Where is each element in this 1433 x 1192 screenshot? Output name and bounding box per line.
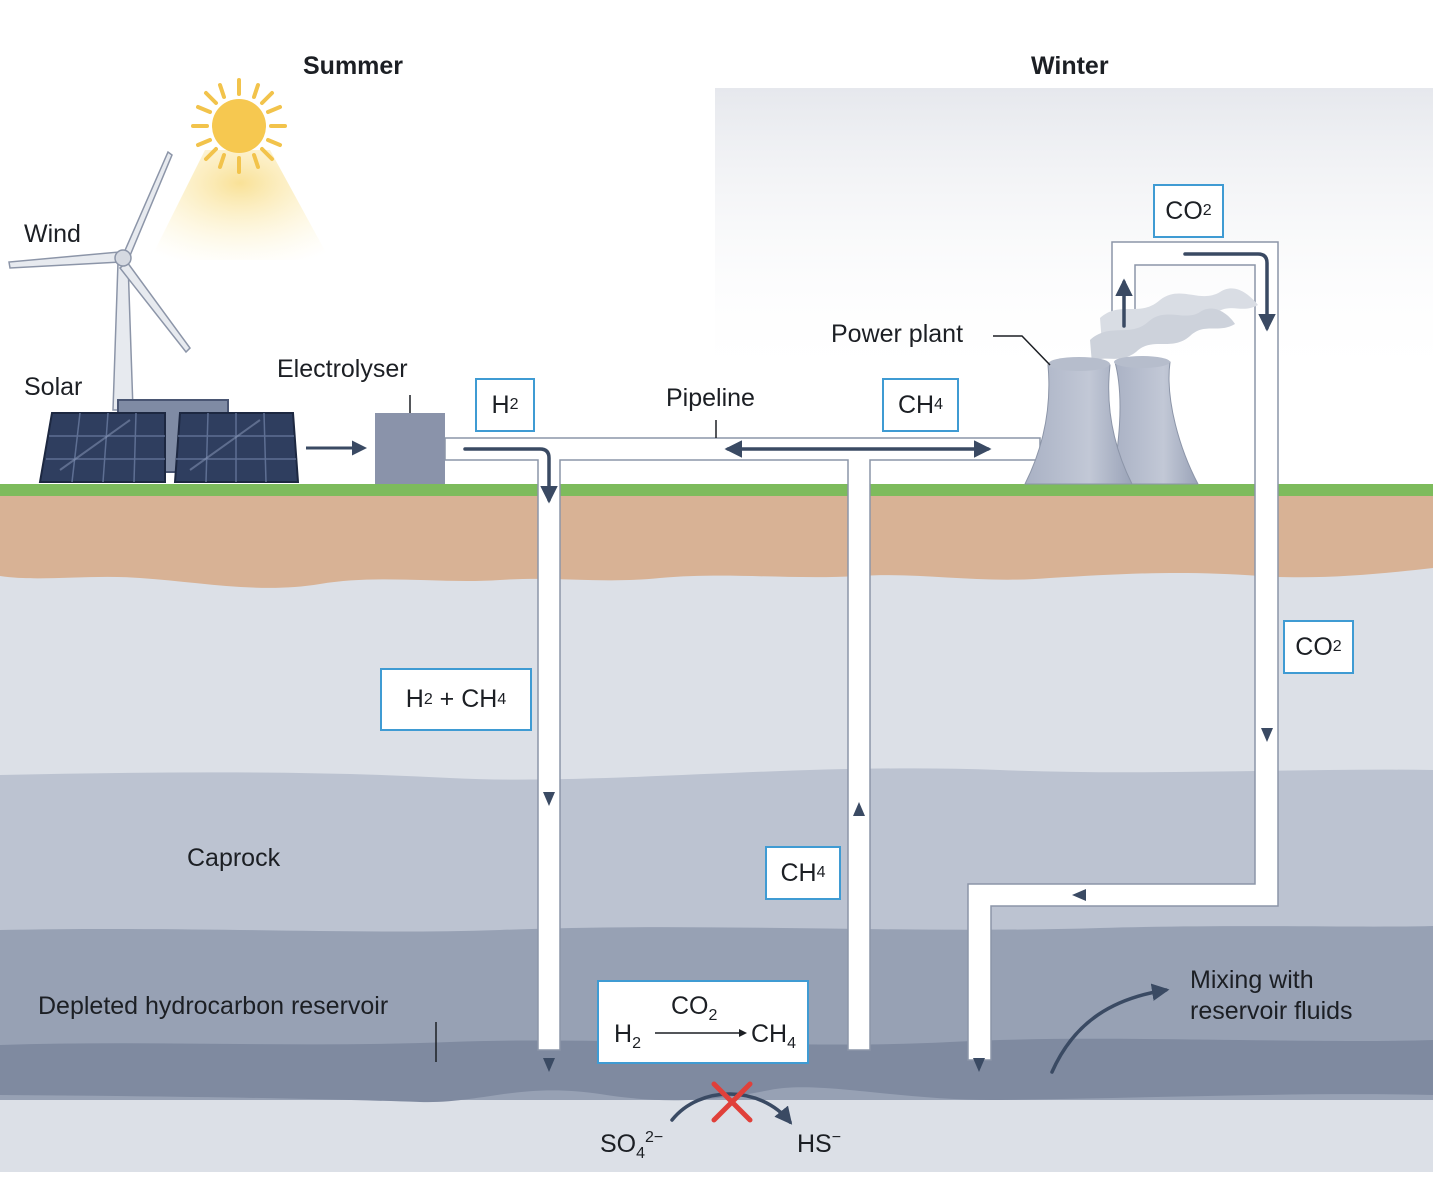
- caprock-label: Caprock: [187, 844, 281, 872]
- ground-layers: [0, 484, 1433, 1172]
- reaction-product: CH4: [751, 1020, 797, 1052]
- flow-arrows: [463, 252, 1276, 1125]
- co2-return-arrow: [1183, 252, 1276, 332]
- sun-icon: [191, 78, 287, 174]
- h2-injection-arrow: [463, 447, 558, 504]
- power-plant-label: Power plant: [831, 320, 964, 348]
- reaction-reactant: H2: [614, 1020, 641, 1052]
- mixing-arrow: [1050, 983, 1170, 1074]
- winter-sky: [715, 88, 1433, 388]
- reaction-catalyst: CO2: [671, 992, 718, 1024]
- electrolyser-label: Electrolyser: [277, 355, 408, 383]
- electrolyser-icon: [375, 413, 445, 484]
- sulfate-label: SO42−: [600, 1129, 664, 1162]
- wind-label: Wind: [24, 220, 81, 248]
- soil-layer: [0, 492, 1433, 588]
- reservoir-base-layer: [0, 1038, 1433, 1103]
- summer-header: Summer: [303, 52, 404, 80]
- mixing-label-line2: reservoir fluids: [1190, 997, 1353, 1025]
- pipeline-label: Pipeline: [666, 384, 755, 412]
- reaction-arrow: [655, 1029, 747, 1037]
- sun-rays: [150, 150, 330, 260]
- wind-turbine-icon: [8, 150, 191, 411]
- sulfide-label: HS−: [797, 1129, 842, 1158]
- power-plant-icon: [1024, 288, 1258, 485]
- solar-panels-icon: [38, 399, 300, 483]
- grass-strip: [0, 484, 1433, 496]
- power-plant-leader: [993, 335, 1051, 366]
- methanation-reaction-box: H2 CO2 CH4: [597, 980, 809, 1064]
- mixing-label-line1: Mixing with: [1190, 966, 1314, 994]
- reservoir-label: Depleted hydrocarbon reservoir: [38, 992, 389, 1020]
- solar-label: Solar: [24, 373, 83, 401]
- blocked-reaction-cross-icon: [711, 1081, 753, 1123]
- winter-header: Winter: [1031, 52, 1109, 80]
- sulfate-reduction-arrow: [670, 1092, 793, 1125]
